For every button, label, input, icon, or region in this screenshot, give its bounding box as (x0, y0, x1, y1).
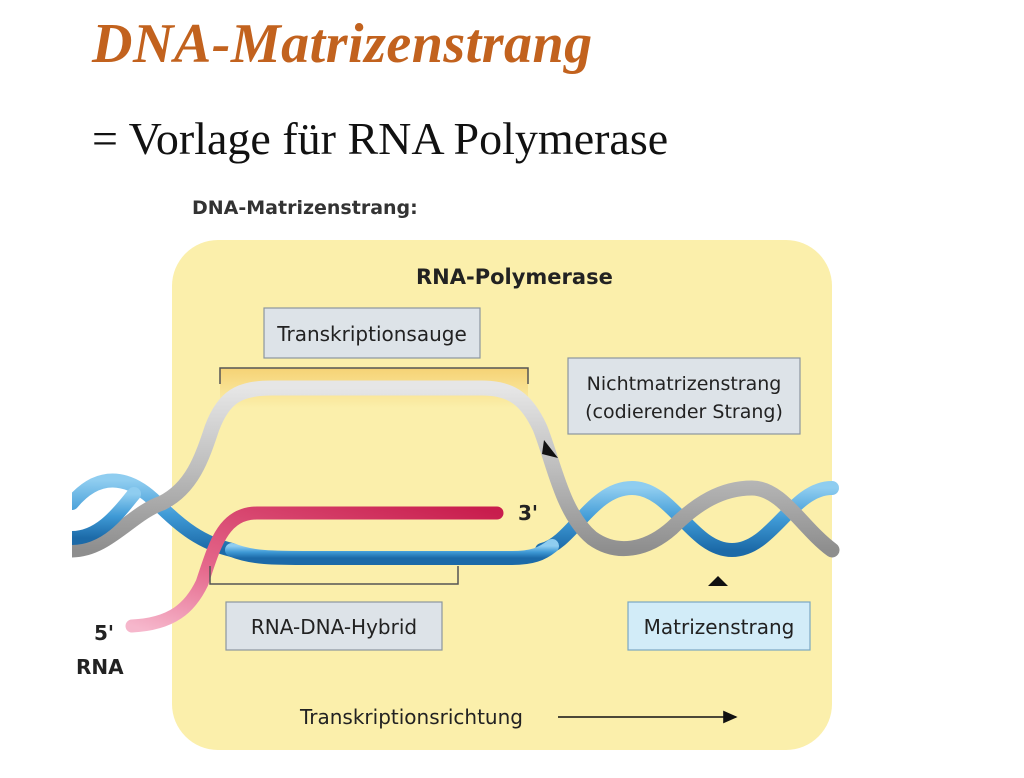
nontemplate-label-line2: (codierender Strang) (585, 401, 783, 423)
rna-strand (125, 506, 504, 633)
rna-polymerase-label: RNA-Polymerase (416, 265, 613, 289)
nontemplate-label-line1: Nichtmatrizenstrang (587, 373, 782, 395)
template-strand (225, 539, 559, 565)
slide-title: DNA-Matrizenstrang (92, 13, 593, 75)
template-pointer-icon (708, 576, 728, 586)
helix-blue-left-front (65, 487, 141, 545)
template-label-box (627, 601, 811, 651)
rna-5-prime-label: 5' (94, 621, 114, 645)
direction-label: Transkriptionsrichtung (299, 705, 523, 729)
transcription-bubble-bracket (219, 367, 529, 384)
slide-subtitle: = Vorlage für RNA Polymerase (92, 113, 669, 164)
hybrid-label: RNA-DNA-Hybrid (251, 615, 417, 639)
figure-heading: DNA-Matrizenstrang: (192, 197, 418, 219)
nontemplate-pointer-icon (542, 440, 558, 458)
rna-label: RNA (76, 655, 124, 679)
bubble-label: Transkriptionsauge (276, 322, 467, 346)
template-label: Matrizenstrang (644, 615, 795, 639)
hybrid-label-box (225, 601, 443, 651)
nontemplate-strand (64, 380, 840, 558)
transcription-diagram: DNA-Matrizenstrang: RNA-Polymerase Trans… (64, 188, 842, 768)
bubble-label-box (263, 307, 481, 359)
hybrid-bracket (209, 566, 459, 585)
rna-3-prime-label: 3' (518, 501, 538, 525)
nontemplate-label-box (567, 357, 801, 435)
